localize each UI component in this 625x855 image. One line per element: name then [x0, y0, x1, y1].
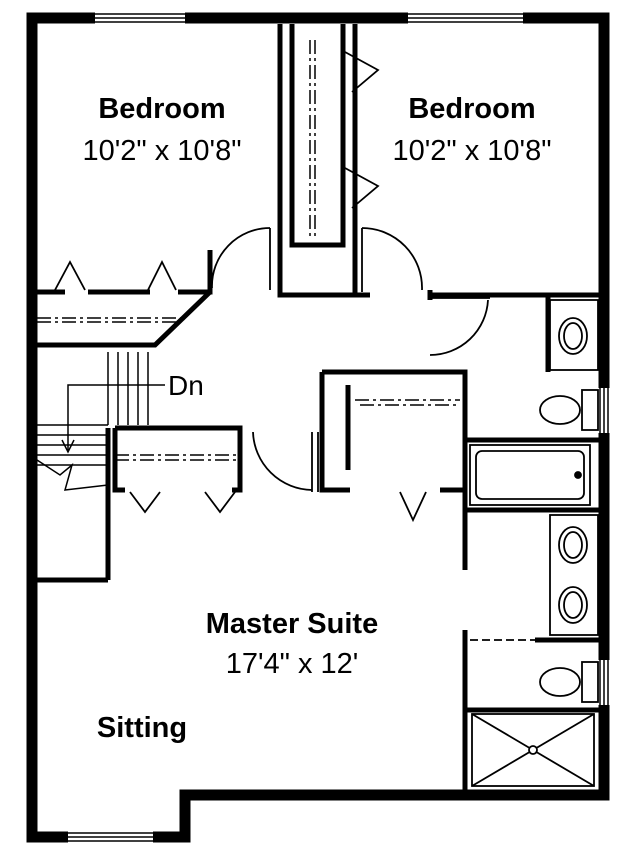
sink-master-1: [549, 514, 599, 636]
bathtub: [469, 444, 591, 506]
window-right-upper: [598, 388, 610, 433]
room-name-master-suite: Master Suite: [206, 608, 378, 640]
sink-upper: [549, 299, 599, 371]
closet-bifold-doors: [54, 51, 427, 523]
shower: [471, 713, 595, 787]
room-name-bedroom-left: Bedroom: [98, 93, 225, 125]
room-size-bedroom-left: 10'2" x 10'8": [82, 135, 241, 167]
window-right-lower: [598, 660, 610, 705]
room-name-sitting: Sitting: [97, 712, 187, 744]
stairs-down-label: Dn: [168, 370, 204, 401]
doors: [211, 227, 490, 492]
room-labels: Bedroom 10'2" x 10'8" Bedroom 10'2" x 10…: [82, 93, 551, 744]
stairs: [36, 352, 165, 491]
toilet-upper: [539, 389, 599, 431]
toilet-master: [539, 661, 599, 703]
closet-shelves: [37, 40, 460, 461]
window-bottom-left: [68, 831, 153, 843]
room-size-master-suite: 17'4" x 12': [226, 648, 359, 680]
room-name-bedroom-right: Bedroom: [408, 93, 535, 125]
room-size-bedroom-right: 10'2" x 10'8": [392, 135, 551, 167]
window-top-right: [408, 12, 523, 24]
bathroom-fixtures: [469, 299, 599, 787]
window-top-left: [95, 12, 185, 24]
interior-walls: [37, 24, 599, 790]
exterior-walls: [26, 12, 610, 843]
sink-master-2: [558, 586, 588, 624]
windows: [68, 12, 610, 843]
